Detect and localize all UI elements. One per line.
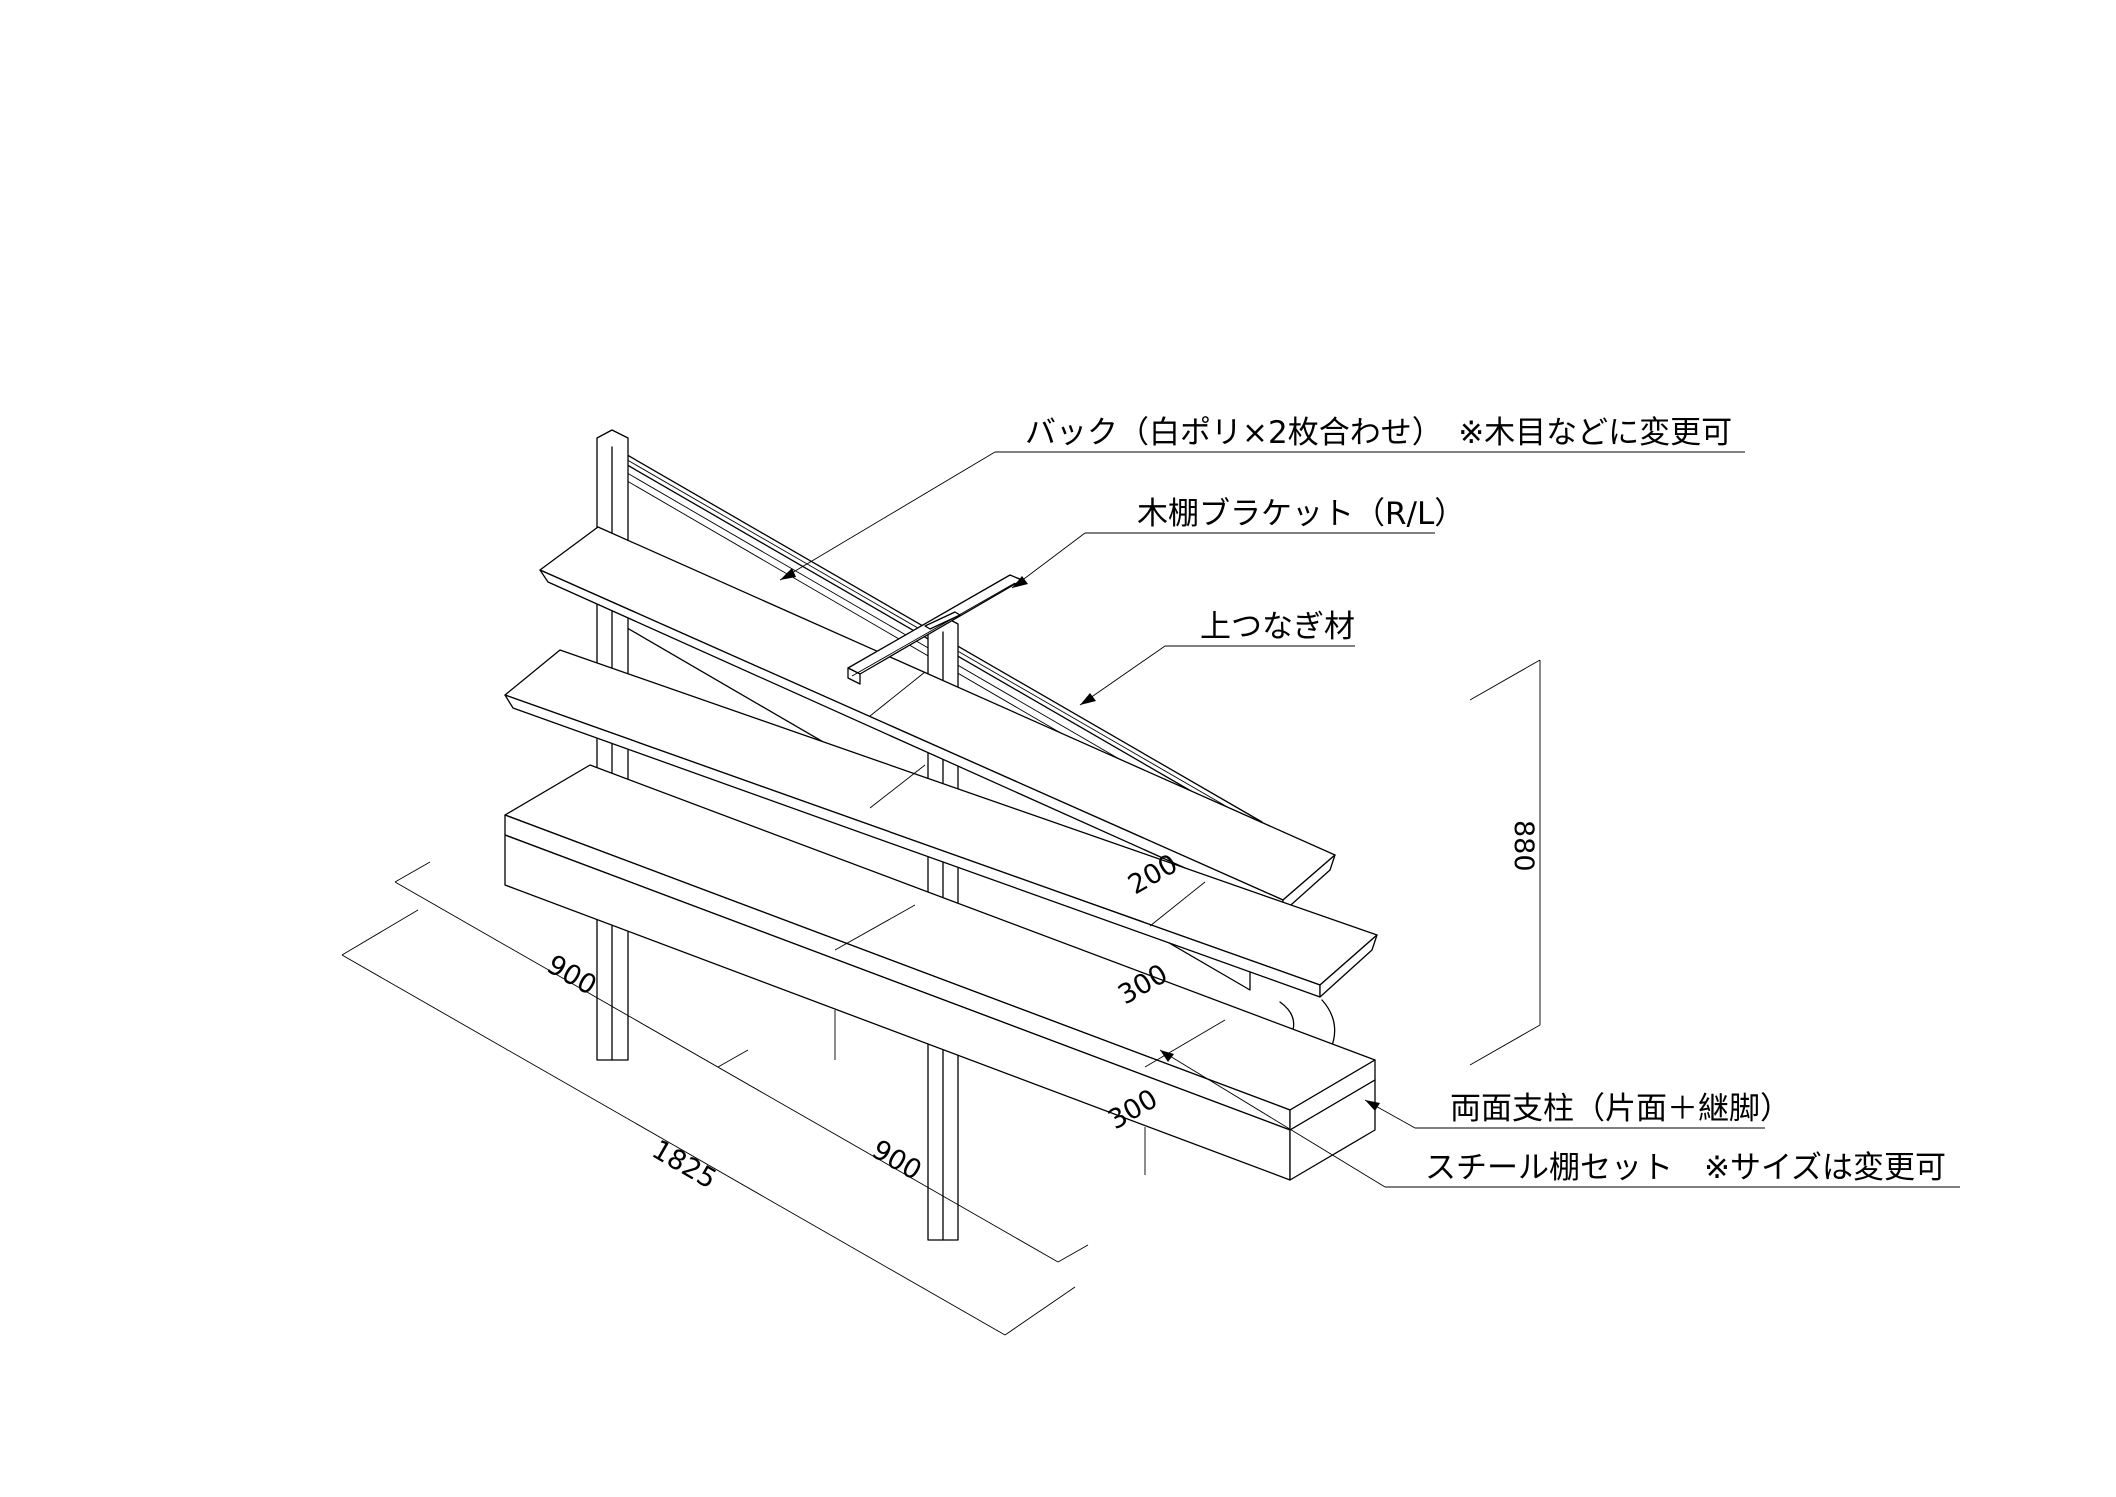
callout-post: 両面支柱（片面＋継脚） (1450, 1091, 1791, 1127)
dim-height: 880 (1508, 820, 1539, 872)
dim-half-width-right: 900 (867, 1134, 927, 1187)
callout-top-rail: 上つなぎ材 (1200, 609, 1355, 645)
dim-total-width: 1825 (647, 1134, 722, 1195)
dim-half-width-left: 900 (542, 949, 602, 1002)
callout-back: バック（白ポリ×2枚合わせ） ※木目などに変更可 (1025, 415, 1732, 451)
leader-lines (779, 451, 1960, 1188)
callout-bracket: 木棚ブラケット（R/L） (1137, 496, 1465, 532)
callout-steel-shelf: スチール棚セット ※サイズは変更可 (1425, 1150, 1946, 1186)
bottom-steel-shelf (504, 764, 1376, 1181)
dimension-lines (341, 659, 1541, 1336)
